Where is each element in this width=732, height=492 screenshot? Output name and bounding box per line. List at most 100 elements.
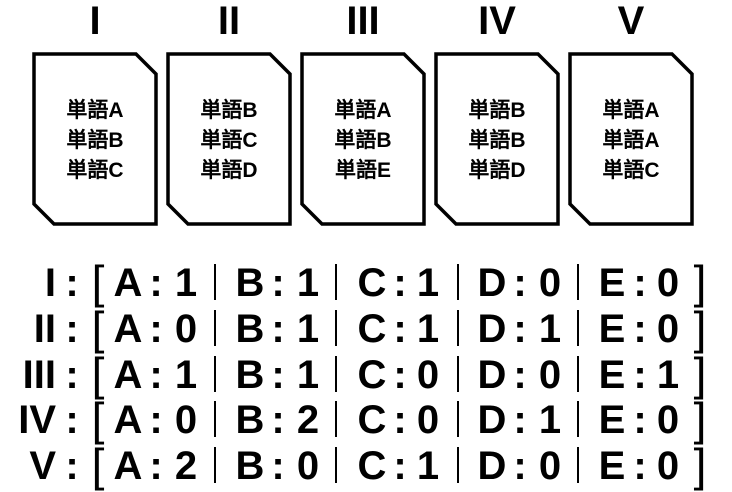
- term-count: 1: [175, 261, 197, 305]
- document-word: 単語A: [602, 128, 659, 152]
- open-bracket: [: [92, 302, 105, 354]
- document-label: I: [89, 0, 100, 43]
- term-count: 1: [539, 307, 561, 351]
- term-letter: E: [599, 261, 626, 305]
- term-count: 0: [539, 261, 561, 305]
- term-letter: E: [599, 398, 626, 442]
- term-count: 1: [297, 261, 319, 305]
- document-word: 単語C: [602, 158, 659, 182]
- term-colon: :: [149, 261, 162, 305]
- document-word: 単語B: [468, 128, 525, 152]
- term-colon: :: [393, 261, 406, 305]
- term-count: 0: [539, 353, 561, 397]
- term-colon: :: [271, 307, 284, 351]
- document-word: 単語D: [200, 158, 257, 182]
- term-count: 1: [417, 261, 439, 305]
- term-count: 1: [657, 353, 679, 397]
- term-count: 1: [417, 307, 439, 351]
- term-count: 2: [297, 398, 319, 442]
- term-letter: C: [358, 307, 387, 351]
- term-letter: B: [236, 398, 265, 442]
- document-card: [32, 52, 158, 226]
- document-card: [434, 52, 560, 226]
- document-label: III: [346, 0, 379, 43]
- term-colon: :: [633, 307, 646, 351]
- term-letter: D: [478, 444, 507, 488]
- document-card: [166, 52, 292, 226]
- term-letter: E: [599, 353, 626, 397]
- term-letter: D: [478, 261, 507, 305]
- term-count: 0: [539, 444, 561, 488]
- vector-row-label: II: [34, 307, 56, 351]
- document-label: IV: [478, 0, 516, 43]
- term-letter: D: [478, 398, 507, 442]
- term-count: 0: [657, 307, 679, 351]
- term-colon: :: [513, 353, 526, 397]
- vector-row-label: III: [23, 353, 56, 397]
- document-word: 単語A: [66, 98, 123, 122]
- term-count: 0: [175, 307, 197, 351]
- document-word: 単語B: [334, 128, 391, 152]
- vector-colon: :: [65, 444, 78, 488]
- term-colon: :: [271, 398, 284, 442]
- term-letter: B: [236, 261, 265, 305]
- vector-colon: :: [65, 398, 78, 442]
- term-letter: D: [478, 353, 507, 397]
- document-label: V: [618, 0, 645, 43]
- term-colon: :: [633, 398, 646, 442]
- open-bracket: [: [92, 439, 105, 491]
- term-letter: C: [358, 261, 387, 305]
- term-letter: A: [114, 398, 143, 442]
- document-card: [568, 52, 694, 226]
- term-letter: A: [114, 444, 143, 488]
- document-word: 単語C: [66, 158, 123, 182]
- close-bracket: ]: [694, 302, 707, 354]
- vector-colon: :: [65, 307, 78, 351]
- close-bracket: ]: [694, 393, 707, 445]
- term-count: 0: [417, 398, 439, 442]
- close-bracket: ]: [694, 348, 707, 400]
- document-word: 単語B: [468, 98, 525, 122]
- term-letter: A: [114, 261, 143, 305]
- term-letter: A: [114, 307, 143, 351]
- term-colon: :: [393, 444, 406, 488]
- vector-row-label: V: [29, 444, 56, 488]
- term-count: 0: [297, 444, 319, 488]
- term-letter: E: [599, 307, 626, 351]
- term-letter: D: [478, 307, 507, 351]
- term-colon: :: [271, 261, 284, 305]
- vector-row-label: IV: [18, 398, 56, 442]
- document-word: 単語A: [602, 98, 659, 122]
- term-colon: :: [149, 444, 162, 488]
- term-colon: :: [271, 444, 284, 488]
- term-colon: :: [513, 444, 526, 488]
- term-colon: :: [513, 307, 526, 351]
- document-word: 単語C: [200, 128, 257, 152]
- term-colon: :: [633, 444, 646, 488]
- term-letter: B: [236, 444, 265, 488]
- term-letter: C: [358, 398, 387, 442]
- open-bracket: [: [92, 393, 105, 445]
- term-count: 1: [539, 398, 561, 442]
- document-label: II: [218, 0, 240, 43]
- close-bracket: ]: [694, 256, 707, 308]
- term-colon: :: [149, 398, 162, 442]
- term-colon: :: [633, 261, 646, 305]
- document-word: 単語A: [334, 98, 391, 122]
- term-colon: :: [149, 307, 162, 351]
- term-colon: :: [149, 353, 162, 397]
- term-count: 1: [417, 444, 439, 488]
- term-letter: B: [236, 307, 265, 351]
- term-count: 1: [175, 353, 197, 397]
- term-letter: C: [358, 353, 387, 397]
- vector-colon: :: [65, 353, 78, 397]
- open-bracket: [: [92, 256, 105, 308]
- term-count: 0: [657, 444, 679, 488]
- document-word: 単語D: [468, 158, 525, 182]
- term-count: 2: [175, 444, 197, 488]
- close-bracket: ]: [694, 439, 707, 491]
- document-word: 単語B: [200, 98, 257, 122]
- term-letter: E: [599, 444, 626, 488]
- term-colon: :: [393, 307, 406, 351]
